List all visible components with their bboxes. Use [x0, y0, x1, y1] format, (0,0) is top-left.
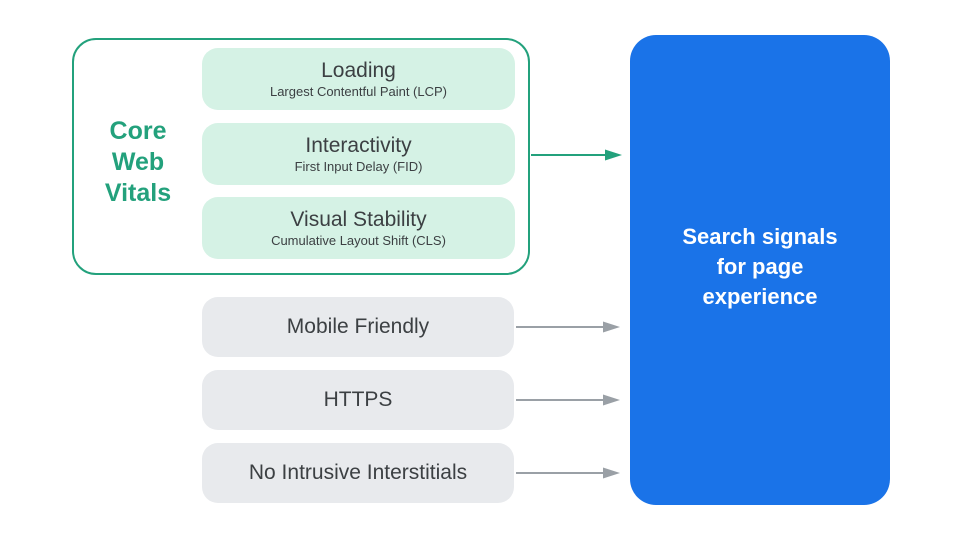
signal-card-no-intrusive-interstitials: No Intrusive Interstitials: [202, 443, 514, 503]
result-label-line: experience: [702, 284, 818, 309]
vital-title: Interactivity: [305, 134, 412, 157]
core-web-vitals-label-line: Vitals: [104, 179, 172, 207]
signal-label: Mobile Friendly: [286, 315, 430, 338]
search-signals-result-label: Search signals for page experience: [682, 222, 837, 312]
search-signals-result-box: Search signals for page experience: [630, 35, 890, 505]
arrow-right-icon: [516, 394, 620, 406]
arrow-head: [603, 467, 620, 479]
arrow-head: [603, 321, 620, 333]
arrow-head: [605, 149, 622, 161]
arrow-head: [603, 394, 620, 406]
result-label-line: for page: [716, 254, 804, 279]
vital-card-loading: Loading Largest Contentful Paint (LCP): [202, 48, 515, 110]
core-web-vitals-label: Core Web Vitals: [76, 116, 200, 209]
vital-subtitle: First Input Delay (FID): [294, 159, 423, 174]
core-web-vitals-label-line: Core: [109, 117, 167, 145]
vital-title: Loading: [321, 59, 396, 82]
result-label-line: Search signals: [682, 224, 838, 249]
signal-label: HTTPS: [323, 388, 393, 411]
core-web-vitals-label-line: Web: [111, 148, 165, 176]
signal-label: No Intrusive Interstitials: [248, 461, 468, 484]
vital-title: Visual Stability: [290, 208, 427, 231]
vital-card-interactivity: Interactivity First Input Delay (FID): [202, 123, 515, 185]
arrow-right-icon: [531, 149, 622, 161]
arrow-right-icon: [516, 321, 620, 333]
signal-card-https: HTTPS: [202, 370, 514, 430]
signal-card-mobile-friendly: Mobile Friendly: [202, 297, 514, 357]
vital-card-visual-stability: Visual Stability Cumulative Layout Shift…: [202, 197, 515, 259]
arrow-right-icon: [516, 467, 620, 479]
vital-subtitle: Largest Contentful Paint (LCP): [269, 84, 448, 99]
vital-subtitle: Cumulative Layout Shift (CLS): [271, 233, 446, 248]
